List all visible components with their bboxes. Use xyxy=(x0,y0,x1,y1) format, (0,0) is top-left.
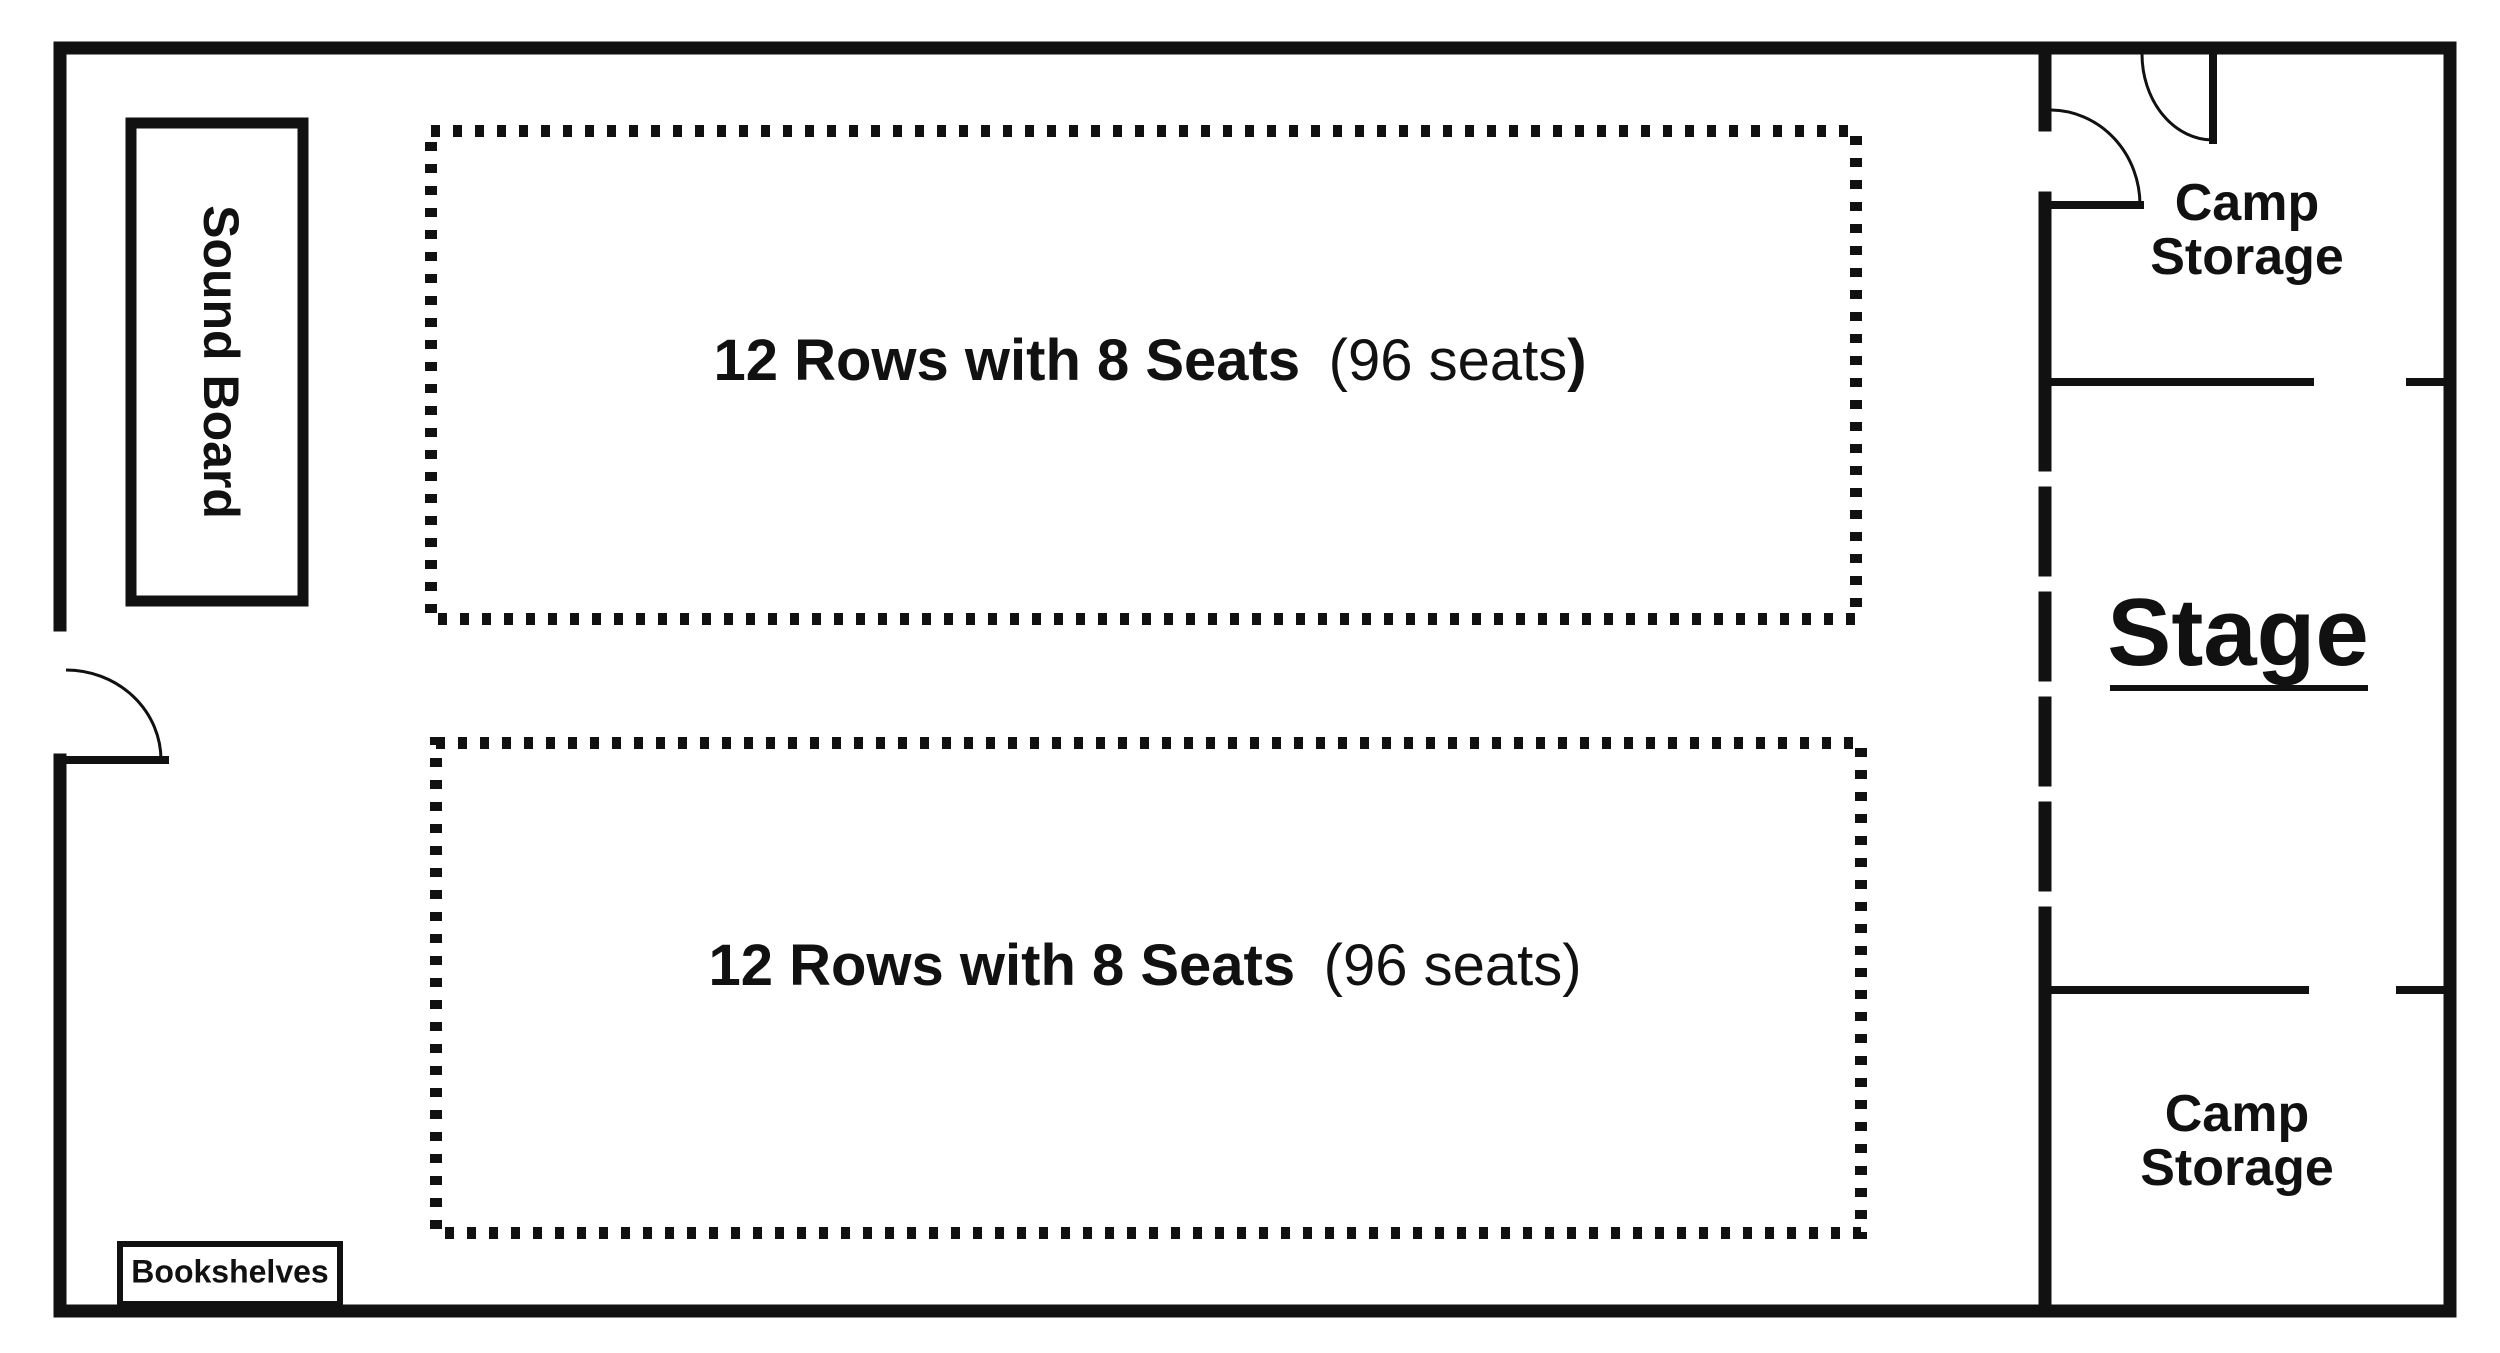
seating-label: 12 Rows with 8 Seats (96 seats) xyxy=(708,933,1581,998)
camp-storage-top: Camp Storage xyxy=(2150,174,2344,286)
camp-storage-bottom: Camp Storage xyxy=(2140,1085,2334,1197)
seating-count: (96 seats) xyxy=(1324,933,1582,998)
bookshelves: Bookshelves xyxy=(117,1241,343,1307)
seating-label: 12 Rows with 8 Seats (96 seats) xyxy=(713,328,1586,393)
seating-main: 12 Rows with 8 Seats xyxy=(713,328,1300,393)
sound-board-label: Sound Board xyxy=(193,205,249,519)
seating-main: 12 Rows with 8 Seats xyxy=(708,933,1295,998)
seating-count: (96 seats xyxy=(1329,328,1568,393)
sound-board: Sound Board xyxy=(125,117,309,607)
left-door xyxy=(62,668,169,764)
storage-top-line2: Storage xyxy=(2150,228,2344,286)
top-storage-door xyxy=(2140,44,2217,144)
stage: Stage xyxy=(2107,579,2369,691)
seating-close: ) xyxy=(1567,328,1586,393)
stage-partition-wall xyxy=(2038,41,2144,1318)
seating-block-top: 12 Rows with 8 Seats (96 seats) xyxy=(425,125,1862,625)
storage-top-line1: Camp xyxy=(2175,174,2319,232)
storage-bottom-line1: Camp xyxy=(2165,1085,2309,1143)
storage-bottom-line2: Storage xyxy=(2140,1139,2334,1197)
stage-boundaries xyxy=(2041,378,2454,994)
seating-block-bottom: 12 Rows with 8 Seats (96 seats) xyxy=(430,737,1867,1239)
bookshelves-label: Bookshelves xyxy=(131,1253,328,1289)
outer-walls xyxy=(53,41,2457,1318)
stage-label: Stage xyxy=(2107,579,2368,686)
